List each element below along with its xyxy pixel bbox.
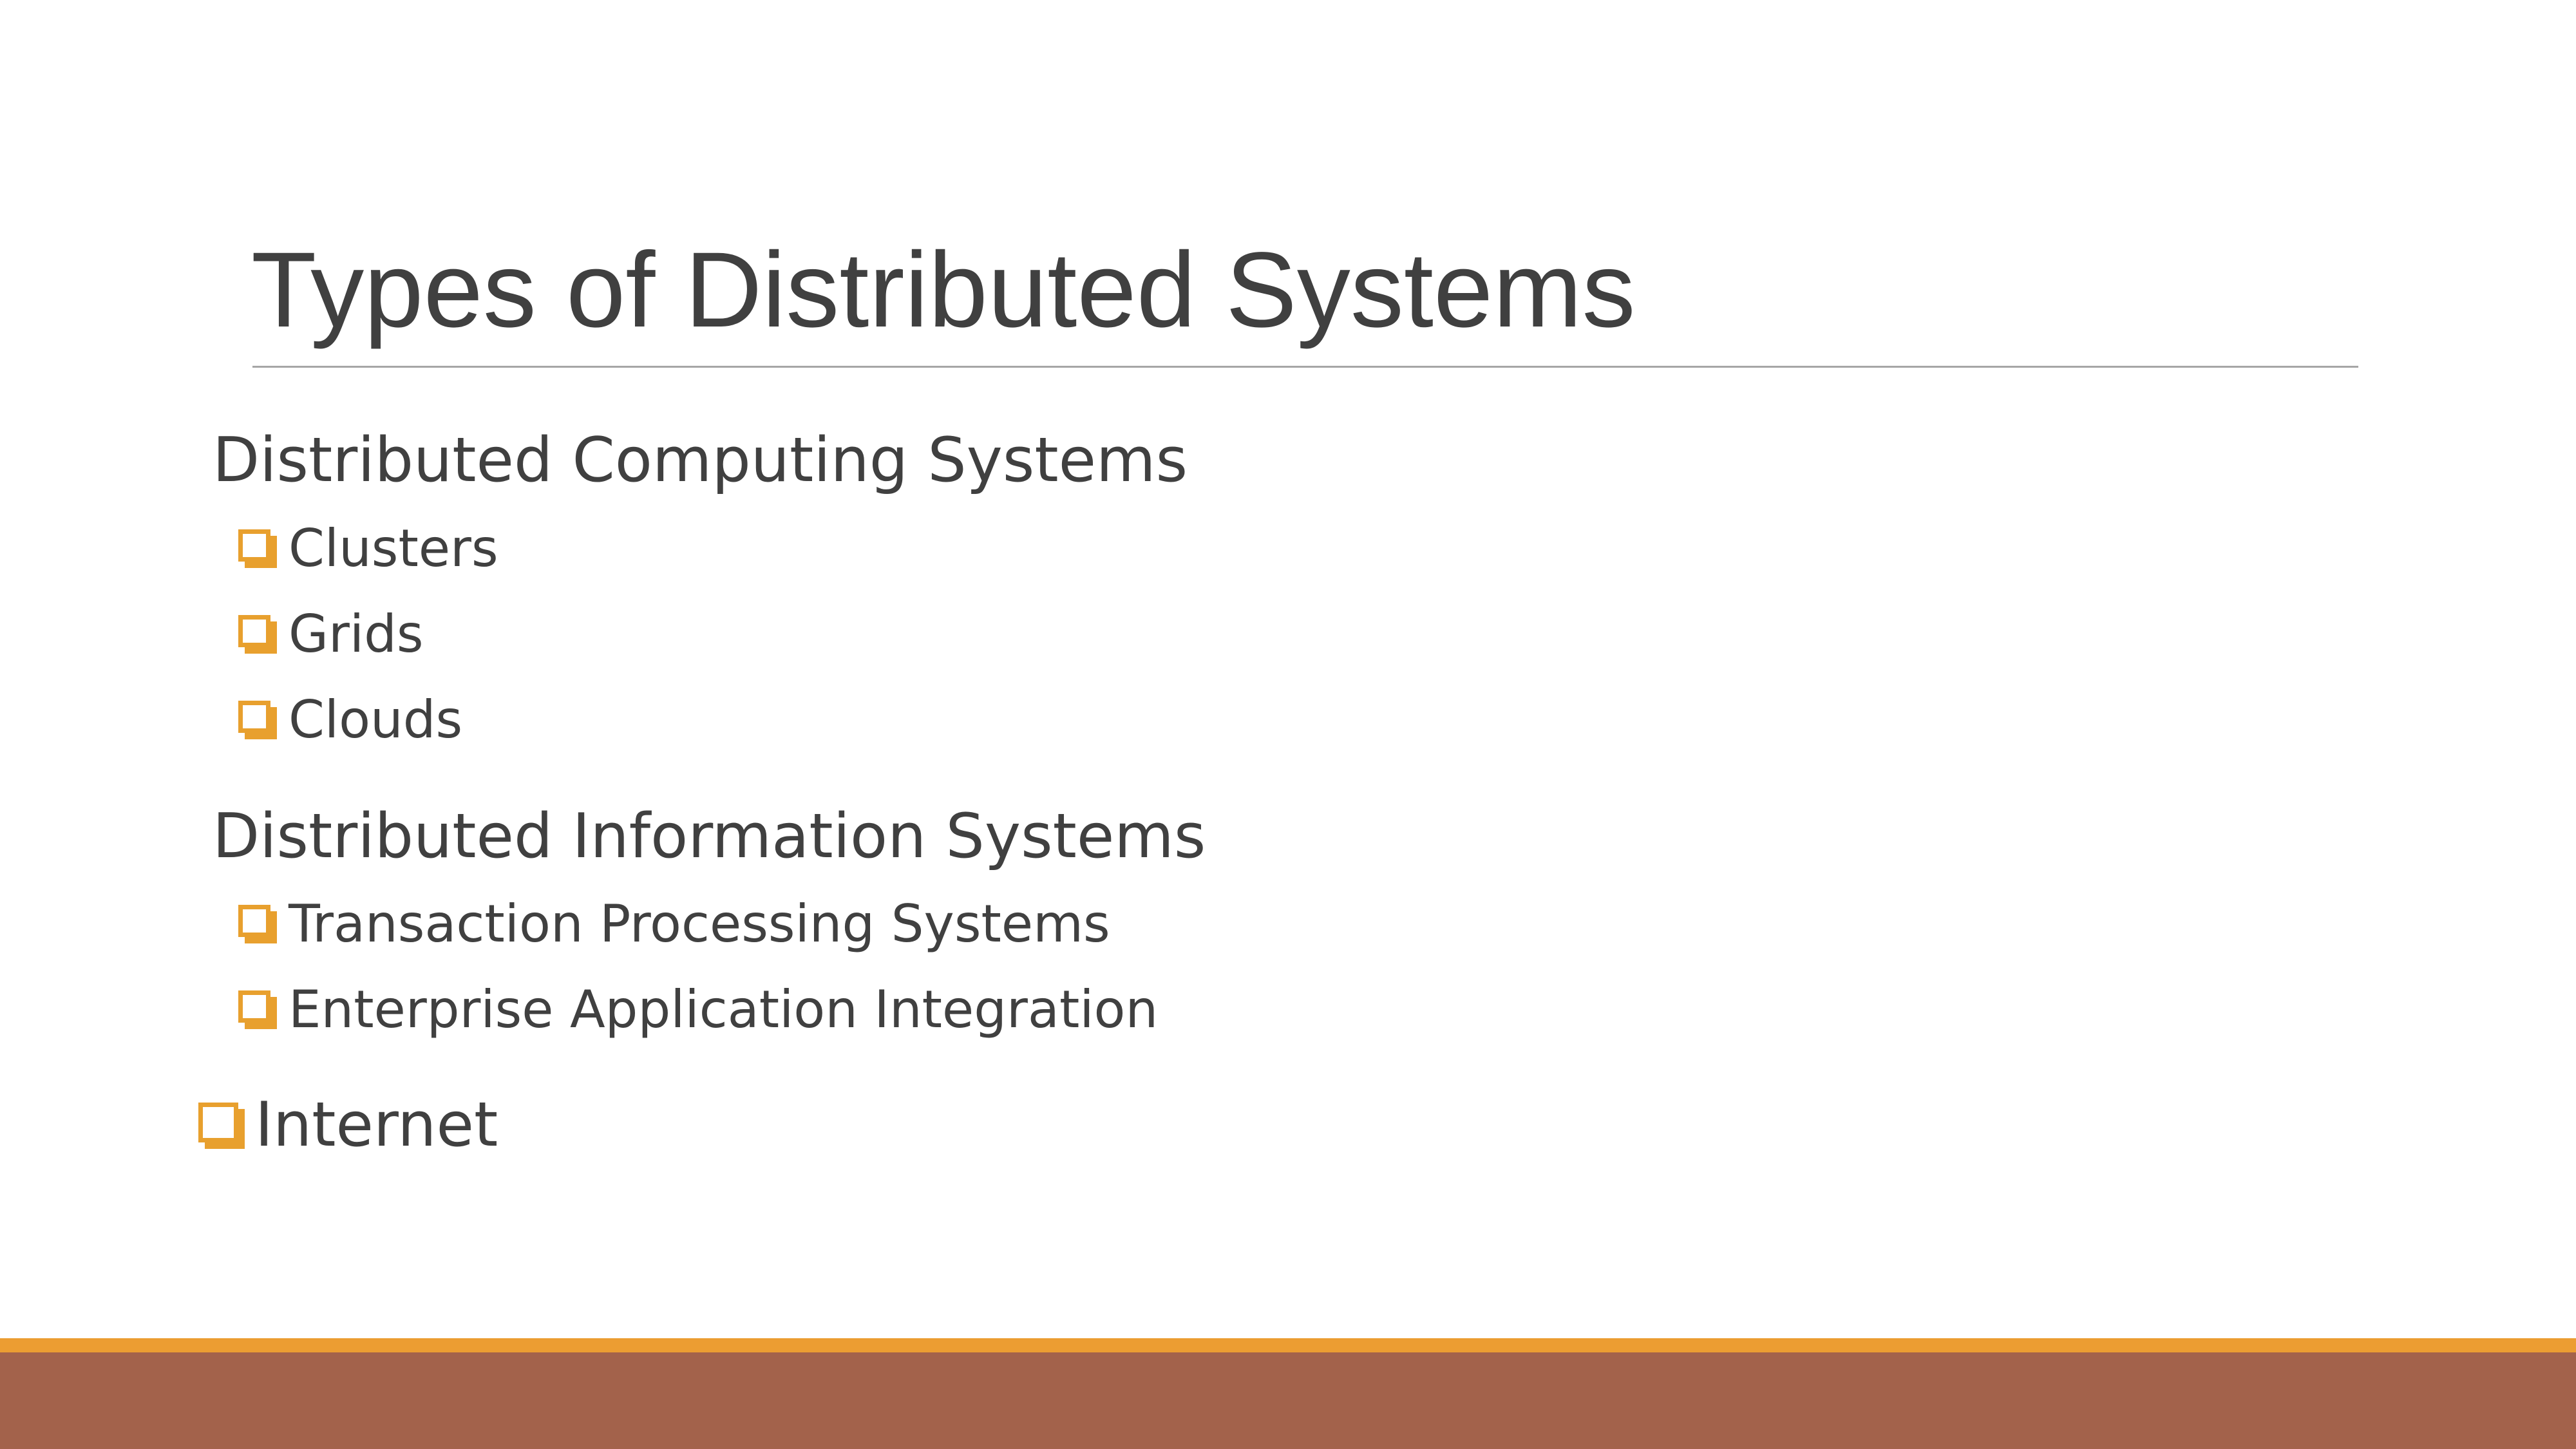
footer-accent-stripe: [0, 1338, 2576, 1352]
footer-band: [0, 1352, 2576, 1449]
section-heading-computing: Distributed Computing Systems: [213, 425, 1188, 496]
list-item-clusters: Clusters: [238, 523, 498, 574]
list-item-clouds: Clouds: [238, 694, 462, 746]
list-item-enterprise-application-integration: Enterprise Application Integration: [238, 984, 1158, 1036]
square-bullet-icon: [238, 615, 277, 654]
square-bullet-icon: [238, 701, 277, 739]
square-bullet-icon: [238, 905, 277, 943]
list-item-grids: Grids: [238, 609, 424, 660]
list-item-label: Clusters: [289, 518, 498, 578]
square-bullet-icon: [198, 1102, 245, 1149]
bullet-list: Distributed Computing Systems Clusters G…: [198, 425, 1206, 1156]
list-item-internet: Internet: [198, 1095, 498, 1156]
list-item-label: Transaction Processing Systems: [289, 894, 1110, 954]
list-item-transaction-processing: Transaction Processing Systems: [238, 898, 1110, 950]
slide-title: Types of Distributed Systems: [251, 231, 1636, 350]
list-item-label: Enterprise Application Integration: [289, 980, 1159, 1039]
list-item-label: Internet: [255, 1090, 498, 1160]
square-bullet-icon: [238, 529, 277, 568]
section-heading-information: Distributed Information Systems: [213, 801, 1206, 872]
square-bullet-icon: [238, 990, 277, 1029]
title-underline-divider: [252, 366, 2358, 368]
list-item-label: Grids: [289, 604, 424, 664]
list-item-label: Clouds: [289, 690, 463, 750]
